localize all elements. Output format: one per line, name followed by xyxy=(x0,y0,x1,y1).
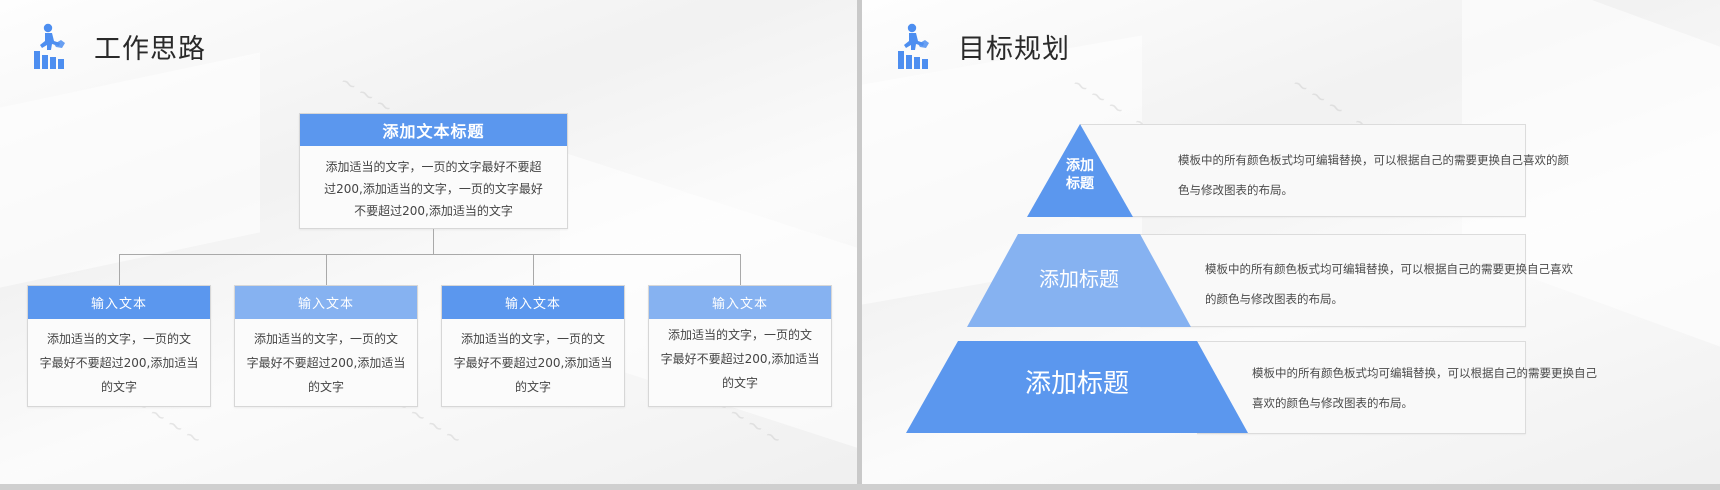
root-node[interactable]: 添加文本标题 添加适当的文字，一页的文字最好不要超 过200,添加适当的文字，一… xyxy=(299,113,568,229)
connector-line xyxy=(740,254,741,285)
desc-line: 模板中的所有颜色板式均可编辑替换，可以根据自己的需要更换自己喜欢的颜 xyxy=(1178,153,1569,167)
connector-line xyxy=(533,254,534,285)
body-line: 添加适当的文字，一页的文 xyxy=(253,332,398,346)
root-node-body: 添加适当的文字，一页的文字最好不要超 过200,添加适当的文字，一页的文字最好 … xyxy=(300,146,567,222)
body-line: 不要超过200,添加适当的文字 xyxy=(354,204,513,218)
level-1-description: 模板中的所有颜色板式均可编辑替换，可以根据自己的需要更换自己喜欢的颜 色与修改图… xyxy=(1178,145,1569,205)
slide-goal-planning[interactable]: ~~~ ~~~~ ~~~ ~~~~ ~~~ ~~~~ 目标规划 xyxy=(862,0,1720,484)
body-line: 字最好不要超过200,添加适当 xyxy=(39,356,199,370)
pyramid-level-1[interactable]: 添加 标题 xyxy=(1027,124,1133,217)
pyramid-level-3[interactable]: 添加标题 xyxy=(906,341,1248,433)
pyramid-level-1-label: 添加 标题 xyxy=(1027,157,1133,193)
slide-title: 目标规划 xyxy=(958,33,1070,65)
child-node-body: 添加适当的文字，一页的文 字最好不要超过200,添加适当 的文字 xyxy=(28,319,210,399)
child-node-title: 输入文本 xyxy=(28,286,210,319)
background-facet xyxy=(0,52,260,288)
slide-header: 工作思路 xyxy=(32,20,206,72)
desc-line: 模板中的所有颜色板式均可编辑替换，可以根据自己的需要更换自己 xyxy=(1252,366,1597,380)
desc-line: 的颜色与修改图表的布局。 xyxy=(1205,292,1343,306)
body-line: 的文字 xyxy=(721,376,758,390)
root-node-title: 添加文本标题 xyxy=(300,114,567,146)
slide-header: 目标规划 xyxy=(896,20,1070,72)
label-line: 添加 xyxy=(1066,158,1094,174)
level-2-description-box[interactable] xyxy=(1140,234,1526,327)
desc-line: 模板中的所有颜色板式均可编辑替换，可以根据自己的需要更换自己喜欢 xyxy=(1205,262,1573,276)
pyramid-level-2[interactable]: 添加标题 xyxy=(967,234,1191,327)
body-line: 过200,添加适当的文字，一页的文字最好 xyxy=(324,182,543,196)
body-line: 字最好不要超过200,添加适当 xyxy=(660,352,820,366)
climbing-person-bar-chart-icon xyxy=(898,23,929,69)
body-line: 字最好不要超过200,添加适当 xyxy=(246,356,406,370)
slide-title: 工作思路 xyxy=(94,33,206,65)
child-node-title: 输入文本 xyxy=(235,286,417,319)
slide-divider xyxy=(857,0,862,490)
level-3-description-box[interactable] xyxy=(1197,341,1526,434)
child-node-body: 添加适当的文字，一页的文 字最好不要超过200,添加适当 的文字 xyxy=(442,319,624,399)
desc-line: 喜欢的颜色与修改图表的布局。 xyxy=(1252,396,1413,410)
child-node-3[interactable]: 输入文本 添加适当的文字，一页的文 字最好不要超过200,添加适当 的文字 xyxy=(441,285,625,407)
child-node-4[interactable]: 输入文本 添加适当的文字，一页的文 字最好不要超过200,添加适当 的文字 xyxy=(648,285,832,407)
pyramid-level-2-label: 添加标题 xyxy=(1039,267,1119,291)
label-line: 标题 xyxy=(1066,176,1094,192)
triangle-shape xyxy=(1027,124,1133,217)
child-node-body: 添加适当的文字，一页的文 字最好不要超过200,添加适当 的文字 xyxy=(235,319,417,399)
desc-line: 色与修改图表的布局。 xyxy=(1178,183,1293,197)
child-node-2[interactable]: 输入文本 添加适当的文字，一页的文 字最好不要超过200,添加适当 的文字 xyxy=(234,285,418,407)
child-node-body: 添加适当的文字，一页的文 字最好不要超过200,添加适当 的文字 xyxy=(649,319,831,395)
child-node-title: 输入文本 xyxy=(649,286,831,319)
child-node-1[interactable]: 输入文本 添加适当的文字，一页的文 字最好不要超过200,添加适当 的文字 xyxy=(27,285,211,407)
level-3-description: 模板中的所有颜色板式均可编辑替换，可以根据自己的需要更换自己 喜欢的颜色与修改图… xyxy=(1252,358,1597,418)
level-2-description: 模板中的所有颜色板式均可编辑替换，可以根据自己的需要更换自己喜欢 的颜色与修改图… xyxy=(1205,254,1573,314)
level-1-description-box[interactable] xyxy=(1080,124,1526,217)
bottom-border xyxy=(0,484,1720,490)
climbing-person-bar-chart-icon xyxy=(34,23,65,69)
connector-line xyxy=(433,229,434,254)
body-line: 的文字 xyxy=(100,380,137,394)
trapezoid-shape xyxy=(967,234,1191,327)
child-node-title: 输入文本 xyxy=(442,286,624,319)
trapezoid-shape xyxy=(906,341,1248,433)
connector-line xyxy=(119,254,120,285)
connector-line xyxy=(326,254,327,285)
slide-work-approach[interactable]: ~~~ ~~~~ ~~~ ~~~~ ~~~ ~~~~ ~~~ ~~~~ 工作思路… xyxy=(0,0,857,484)
body-line: 的文字 xyxy=(514,380,551,394)
body-line: 添加适当的文字，一页的文字最好不要超 xyxy=(325,160,542,174)
body-line: 添加适当的文字，一页的文 xyxy=(667,328,812,342)
body-line: 添加适当的文字，一页的文 xyxy=(46,332,191,346)
pyramid-level-3-label: 添加标题 xyxy=(1024,369,1129,399)
body-line: 添加适当的文字，一页的文 xyxy=(460,332,605,346)
body-line: 的文字 xyxy=(307,380,344,394)
body-line: 字最好不要超过200,添加适当 xyxy=(453,356,613,370)
connector-line xyxy=(119,254,741,255)
